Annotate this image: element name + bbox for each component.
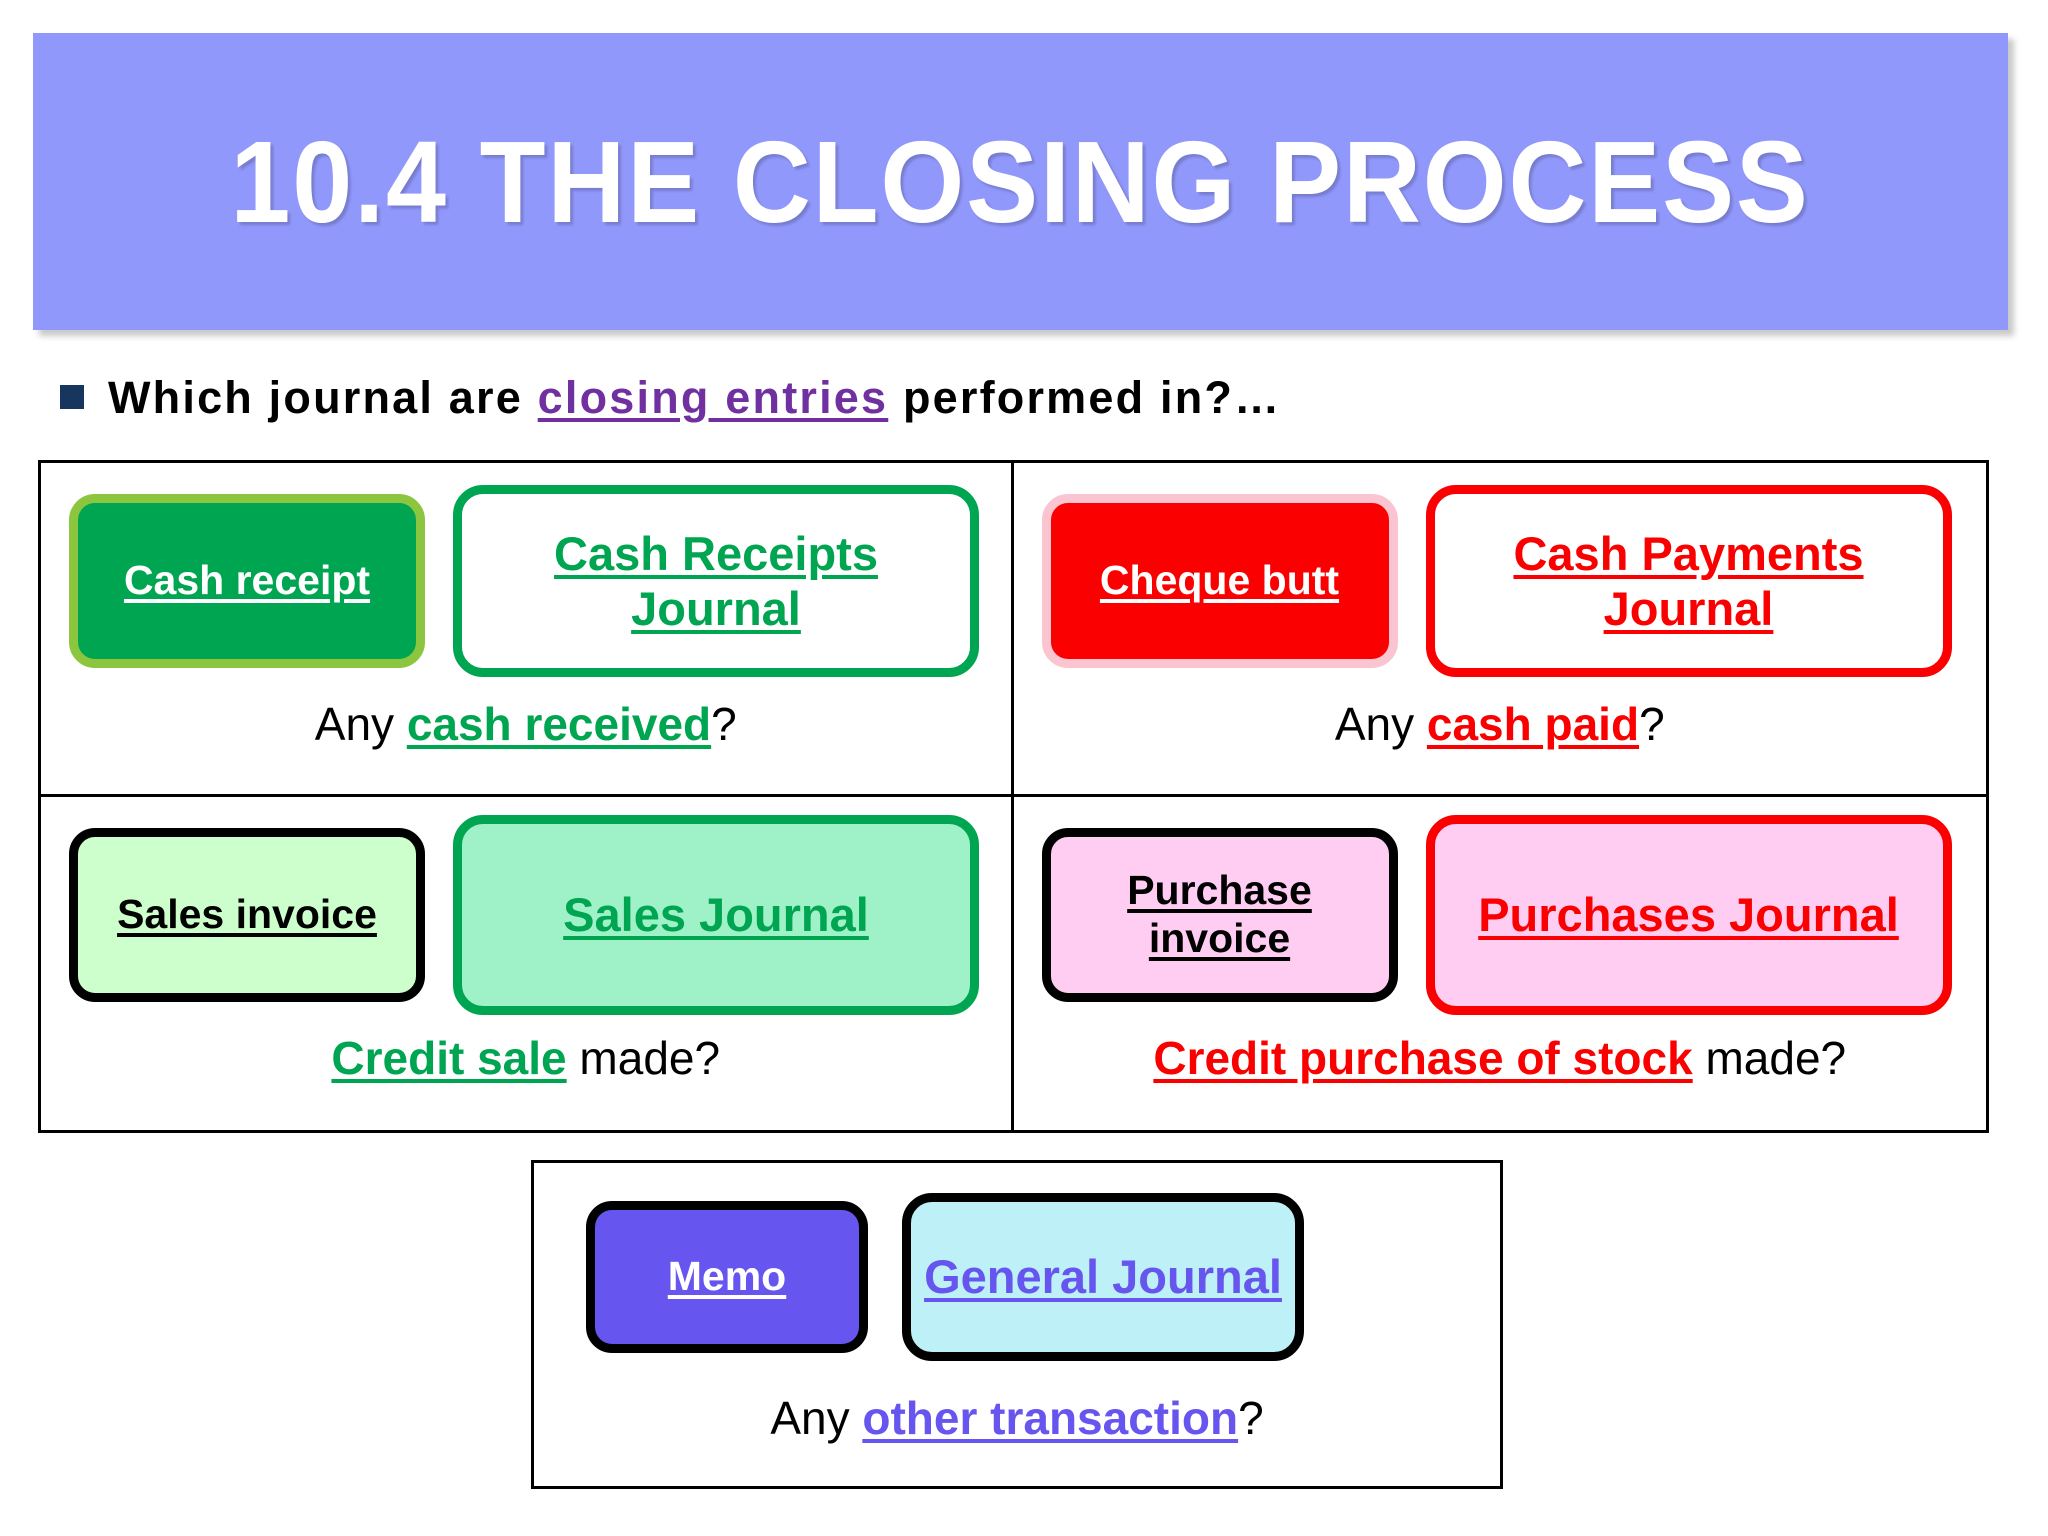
bullet-text-highlight: closing entries [537,371,889,423]
general-journal-panel: Memo General Journal Any other transacti… [531,1160,1503,1489]
source-doc-purchase-invoice-label: Purchase invoice [1127,867,1312,961]
bullet-row: Which journal are closing entries perfor… [60,360,1960,434]
journal-crj-line2: Journal [631,582,801,635]
grid-cell-cash-payments: Cheque butt Cash Payments Journal Any ca… [1013,463,1987,797]
source-doc-sales-invoice-label: Sales invoice [117,890,377,937]
grid-cell-purchases: Purchase invoice Purchases Journal Credi… [1014,797,1987,1131]
caption-cash-received-before: Any [314,698,407,750]
source-doc-purchase-invoice[interactable]: Purchase invoice [1041,827,1398,1002]
journal-crj-line1: Cash Receipts [554,526,878,580]
caption-credit-purchase-after: made? [1692,1031,1847,1084]
source-doc-memo[interactable]: Memo [586,1201,868,1353]
box-row-purchases: Purchase invoice Purchases Journal [1014,814,1987,1015]
caption-cash-received-after: ? [711,698,737,750]
grid-cell-sales: Sales invoice Sales Journal Credit sale … [41,796,1014,1130]
journal-cash-payments-journal[interactable]: Cash Payments Journal [1425,485,1952,677]
caption-credit-sale: Credit sale made? [41,1035,1011,1081]
caption-credit-sale-after: made? [566,1031,721,1084]
journal-general-journal[interactable]: General Journal [902,1193,1304,1361]
caption-cash-received-highlight: cash received [406,698,712,750]
caption-credit-purchase-highlight: Credit purchase of stock [1153,1031,1693,1084]
grid-cell-cash-receipts: Cash receipt Cash Receipts Journal Any c… [41,463,1014,797]
journal-cash-receipts-journal[interactable]: Cash Receipts Journal [453,485,979,677]
title-banner: 10.4 THE CLOSING PROCESS [33,33,2008,330]
journal-sales-journal-label: Sales Journal [563,887,869,941]
bullet-text-before: Which journal are [108,371,538,423]
source-doc-cheque-butt[interactable]: Cheque butt [1041,494,1398,668]
source-doc-cash-receipt-label: Cash receipt [123,557,371,604]
caption-cash-paid-before: Any [1334,698,1427,750]
journal-cpj-line2: Journal [1603,582,1774,635]
source-doc-purchase-invoice-line2: invoice [1148,914,1291,961]
journal-sales-journal[interactable]: Sales Journal [453,814,979,1015]
caption-other-transaction: Any other transaction? [534,1395,1500,1441]
journal-purchases-journal[interactable]: Purchases Journal [1425,814,1952,1015]
source-doc-memo-label: Memo [667,1253,787,1300]
caption-cash-paid-after: ? [1639,698,1665,750]
box-row-cash-receipts: Cash receipt Cash Receipts Journal [41,481,1011,681]
source-doc-cheque-butt-label: Cheque butt [1099,557,1340,604]
caption-credit-sale-highlight: Credit sale [331,1031,567,1084]
journal-general-journal-label: General Journal [924,1250,1282,1304]
journal-cash-payments-journal-label: Cash Payments Journal [1513,526,1863,637]
journal-cash-receipts-journal-label: Cash Receipts Journal [554,526,878,637]
caption-cash-paid-highlight: cash paid [1426,698,1640,750]
bullet-text: Which journal are closing entries perfor… [108,375,1281,420]
source-doc-purchase-invoice-line1: Purchase [1127,867,1312,914]
caption-cash-received: Any cash received? [41,701,1011,747]
caption-other-transaction-before: Any [770,1392,863,1444]
page-title: 10.4 THE CLOSING PROCESS [230,116,1811,247]
bullet-square-icon [60,385,84,409]
caption-other-transaction-after: ? [1238,1392,1264,1444]
box-row-cash-payments: Cheque butt Cash Payments Journal [1014,481,1987,681]
journal-purchases-journal-label: Purchases Journal [1478,887,1899,941]
caption-credit-purchase: Credit purchase of stock made? [1014,1035,1987,1081]
bullet-text-after: performed in?… [888,371,1282,423]
caption-other-transaction-highlight: other transaction [862,1392,1239,1444]
journal-cpj-line1: Cash Payments [1513,526,1864,580]
source-doc-cash-receipt[interactable]: Cash receipt [69,494,425,668]
box-row-sales: Sales invoice Sales Journal [41,814,1011,1015]
caption-cash-paid: Any cash paid? [1014,701,1987,747]
source-doc-sales-invoice[interactable]: Sales invoice [69,827,425,1002]
box-row-general: Memo General Journal [534,1179,1500,1375]
journals-grid: Cash receipt Cash Receipts Journal Any c… [38,460,1989,1133]
